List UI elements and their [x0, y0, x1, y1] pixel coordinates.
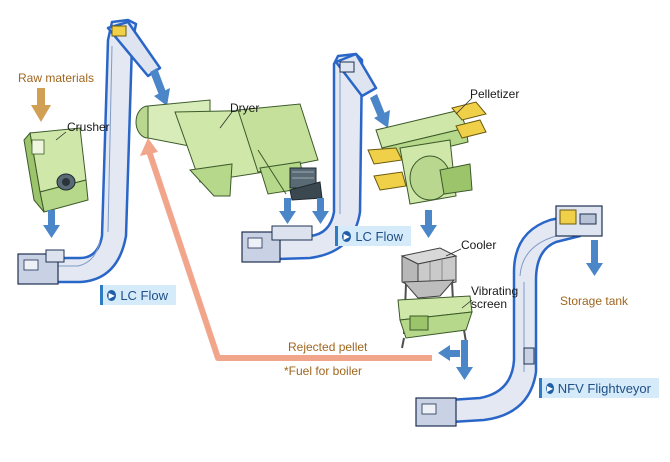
leader-lines: [55, 97, 473, 309]
vibrating-screen-label-line1: Vibrating: [471, 284, 519, 298]
lc-flow-badge-middle: ▶ LC Flow: [335, 226, 411, 246]
nfv-flightveyor-badge: ▶ NFV Flightveyor: [539, 378, 659, 398]
rejected-pellet-arrow: [140, 138, 432, 363]
arrow-right-circle-icon: ▶: [107, 289, 117, 301]
rejected-pellet-label: Rejected pellet: [288, 340, 368, 354]
lc-to-pelletizer-arrow: [370, 94, 390, 128]
nfv-flightveyor-badge-text: NFV Flightveyor: [557, 380, 651, 396]
pelletizer-machine: [367, 101, 487, 205]
lc-flow-conveyor-left: [17, 18, 162, 285]
pelletizer-label: Pelletizer: [470, 87, 520, 101]
lc-flow-conveyor-middle: [241, 52, 378, 263]
raw-materials-label: Raw materials: [18, 71, 95, 85]
lc-flow-badge-left: ▶ LC Flow: [100, 285, 176, 305]
cooler-label: Cooler: [461, 238, 497, 252]
screen-output-arrows: [438, 340, 473, 380]
storage-tank-label: Storage tank: [560, 294, 629, 308]
dryer-to-lc-arrows: [279, 198, 329, 224]
lc-to-dryer-arrow: [150, 68, 170, 106]
pelletizer-to-cooler-arrow: [420, 210, 437, 238]
vibrating-screen-machine: [397, 295, 473, 349]
dryer-machine: [135, 99, 323, 201]
lc-flow-badge-middle-text: LC Flow: [355, 228, 403, 244]
lc-flow-badge-left-text: LC Flow: [120, 287, 168, 303]
fuel-for-boiler-label: *Fuel for boiler: [284, 364, 363, 378]
to-storage-tank-arrow: [586, 240, 603, 276]
cooler-machine: [400, 247, 458, 335]
crusher-to-lc-arrow: [43, 210, 60, 238]
crusher-machine: [23, 127, 89, 213]
crusher-label: Crusher: [67, 120, 110, 134]
arrow-right-circle-icon: ▶: [546, 382, 554, 394]
dryer-label: Dryer: [230, 101, 260, 115]
raw-materials-arrow: [31, 88, 51, 122]
vibrating-screen-label-line2: screen: [471, 297, 508, 311]
arrow-right-circle-icon: ▶: [342, 230, 352, 242]
nfv-flightveyor-conveyor: [415, 205, 603, 427]
